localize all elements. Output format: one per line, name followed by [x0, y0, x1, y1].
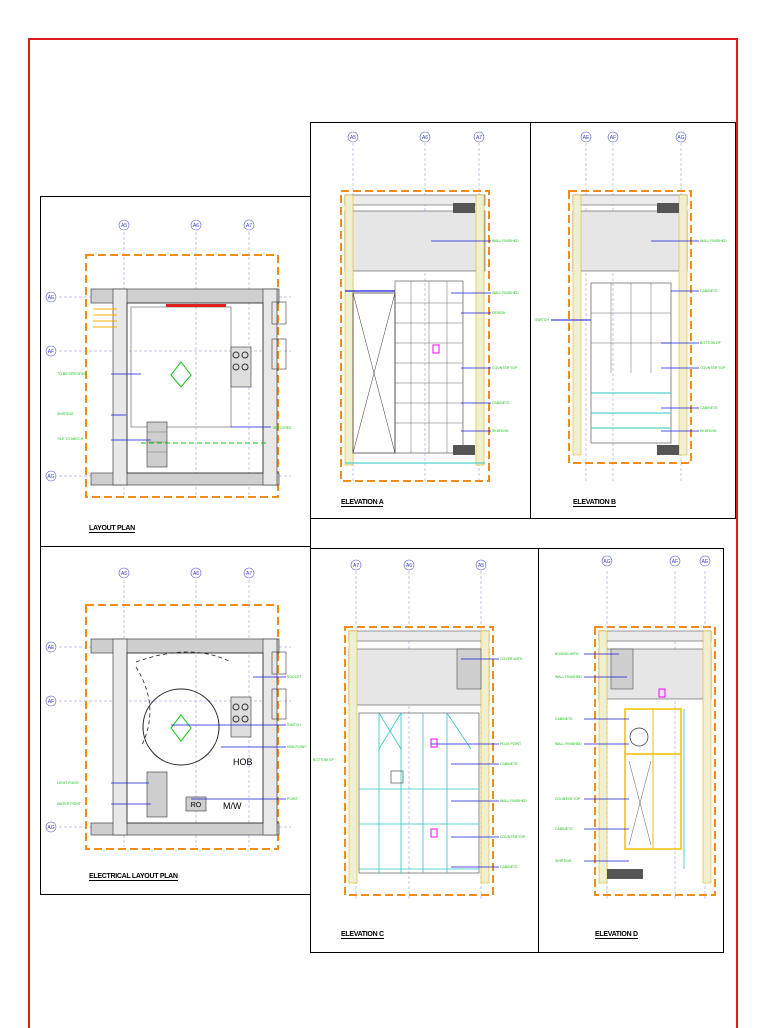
svg-text:COUNTER TOP: COUNTER TOP: [555, 797, 581, 801]
svg-text:CABINETS: CABINETS: [500, 762, 518, 766]
grid-label-top-3: A7: [246, 223, 252, 229]
electrical-layout-plan-panel: RO HOB M/W SOCKET SWITCH HOB POINT POINT LIG…: [40, 546, 311, 895]
svg-text:WALL FINISHED: WALL FINISHED: [500, 799, 527, 803]
svg-text:LIGHT POINT: LIGHT POINT: [57, 781, 80, 785]
svg-text:COVER WITH: COVER WITH: [500, 657, 523, 661]
svg-text:COUNTER TOP: COUNTER TOP: [500, 835, 526, 839]
mw-label: M/W: [223, 801, 242, 811]
grid-label-left-1: AE: [48, 645, 55, 651]
elevation-b-title: ELEVATION B: [573, 499, 616, 507]
grid-label-left-3: AG: [47, 474, 54, 480]
grid-label-top-2: A6: [193, 223, 199, 229]
svg-text:SWITCH: SWITCH: [535, 318, 549, 322]
svg-text:COUNTER TOP: COUNTER TOP: [492, 366, 518, 370]
svg-text:SKIRTING: SKIRTING: [555, 859, 572, 863]
svg-text:CABINETS: CABINETS: [555, 717, 573, 721]
svg-text:TILE TO MATCH: TILE TO MATCH: [57, 437, 84, 441]
svg-text:TO BE SPECIFIED: TO BE SPECIFIED: [57, 372, 87, 376]
svg-text:SPECIFIED: SPECIFIED: [273, 426, 292, 430]
grid-label-top-2: A6: [422, 135, 428, 141]
grid-label-top-2: AF: [672, 559, 678, 565]
layout-plan-drawing: TO BE SPECIFIED SKIRTING TILE TO MATCH SPEC…: [45, 219, 292, 498]
grid-label-left-1: AE: [48, 295, 55, 301]
svg-text:CABINETS: CABINETS: [700, 406, 718, 410]
grid-label-top-1: AG: [603, 559, 610, 565]
elevation-a-panel: WALL FINISHED WALL FINISHED DESIGN COUNTER …: [310, 122, 531, 519]
grid-label-top-3: AE: [702, 559, 709, 565]
elevation-c-title: ELEVATION C: [341, 931, 384, 939]
svg-text:BOTTOM OF: BOTTOM OF: [313, 758, 334, 762]
svg-text:PLUG POINT: PLUG POINT: [500, 742, 522, 746]
grid-label-left-3: AG: [47, 825, 54, 831]
elevation-b-panel: WALL FINISHED CABINETS BOTTOM OF COUNTER TO…: [530, 122, 736, 519]
svg-text:DESIGN: DESIGN: [492, 311, 506, 315]
drawing-sheet-border: [28, 38, 738, 1028]
svg-text:WALL FINISHED: WALL FINISHED: [492, 239, 519, 243]
hob-label: HOB: [233, 757, 253, 767]
electrical-layout-plan-title: ELECTRICAL LAYOUT PLAN: [89, 873, 178, 881]
svg-text:SKIRTING: SKIRTING: [700, 429, 717, 433]
elevation-d-title: ELEVATION D: [595, 931, 638, 939]
svg-text:SOCKET: SOCKET: [287, 675, 302, 679]
svg-text:WALL FINISHED: WALL FINISHED: [492, 291, 519, 295]
svg-text:CABINETS: CABINETS: [700, 289, 718, 293]
svg-text:SKIRTING: SKIRTING: [57, 412, 74, 416]
svg-text:WALL FINISHED: WALL FINISHED: [555, 742, 582, 746]
grid-label-top-1: AE: [583, 135, 590, 141]
grid-label-top-1: A7: [353, 563, 359, 569]
grid-label-top-1: A5: [350, 135, 356, 141]
svg-text:WALL FINISHED: WALL FINISHED: [700, 239, 727, 243]
layout-plan-panel: TO BE SPECIFIED SKIRTING TILE TO MATCH SPEC…: [40, 196, 311, 547]
ro-label: RO: [191, 802, 202, 809]
svg-text:COUNTER TOP: COUNTER TOP: [700, 366, 726, 370]
svg-text:SKIRTING: SKIRTING: [492, 429, 509, 433]
svg-text:WALL FINISHED: WALL FINISHED: [555, 675, 582, 679]
grid-label-left-2: AF: [48, 699, 54, 705]
svg-text:BOTTOM OF: BOTTOM OF: [700, 341, 721, 345]
grid-label-top-2: A6: [193, 571, 199, 577]
grid-label-top-1: A5: [121, 571, 127, 577]
grid-label-top-1: A5: [121, 223, 127, 229]
elevation-c-drawing: COVER WITH PLUG POINT CABINETS WALL FINISHE…: [313, 559, 527, 899]
grid-label-top-3: A7: [246, 571, 252, 577]
svg-text:POINT: POINT: [287, 797, 299, 801]
grid-label-left-2: AF: [48, 349, 54, 355]
grid-label-top-3: AG: [677, 135, 684, 141]
svg-text:WATER POINT: WATER POINT: [57, 802, 82, 806]
elevation-c-panel: COVER WITH PLUG POINT CABINETS WALL FINISHE…: [310, 548, 539, 953]
svg-text:CABINETS: CABINETS: [555, 827, 573, 831]
svg-text:CABINETS: CABINETS: [500, 865, 518, 869]
elevation-d-panel: BOXING WITH WALL FINISHED CABINETS WALL FIN…: [538, 548, 724, 953]
elevation-a-drawing: WALL FINISHED WALL FINISHED DESIGN COUNTER …: [340, 131, 519, 483]
grid-label-top-2: A6: [406, 563, 412, 569]
svg-text:SWITCH: SWITCH: [287, 723, 301, 727]
electrical-layout-plan-drawing: RO HOB M/W SOCKET SWITCH HOB POINT POINT LIG…: [45, 567, 307, 850]
svg-text:HOB POINT: HOB POINT: [287, 745, 307, 749]
grid-label-top-3: A5: [478, 563, 484, 569]
elevation-b-drawing: WALL FINISHED CABINETS BOTTOM OF COUNTER TO…: [535, 131, 727, 483]
elevation-d-drawing: BOXING WITH WALL FINISHED CABINETS WALL FIN…: [555, 555, 716, 899]
layout-plan-title: LAYOUT PLAN: [89, 525, 135, 533]
grid-label-top-2: AF: [610, 135, 616, 141]
svg-text:BOXING WITH: BOXING WITH: [555, 652, 579, 656]
elevation-a-title: ELEVATION A: [341, 499, 384, 507]
svg-text:CABINETS: CABINETS: [492, 401, 510, 405]
grid-label-top-3: A7: [476, 135, 482, 141]
